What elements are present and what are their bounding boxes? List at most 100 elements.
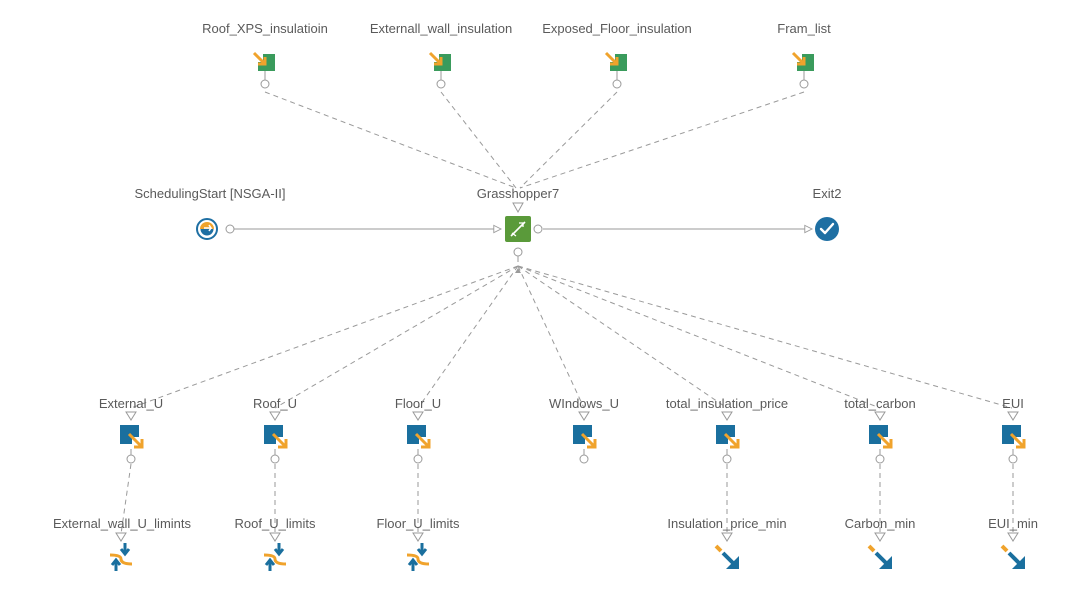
output-node-win_u[interactable] xyxy=(573,411,597,464)
link-tip xyxy=(517,265,728,409)
objective-label-eui: EUI_min xyxy=(988,516,1038,531)
input-node-exp_floor[interactable] xyxy=(604,51,627,89)
output-variable-icon xyxy=(716,425,740,449)
output-port[interactable] xyxy=(126,454,136,464)
grasshopper-param-port[interactable] xyxy=(513,247,523,257)
output-port[interactable] xyxy=(270,454,280,464)
output-input-arrow xyxy=(874,411,886,421)
link-fram xyxy=(519,91,805,189)
constraint-node-roof_lim[interactable] xyxy=(263,532,287,571)
output-variable-icon xyxy=(264,425,288,449)
objective-input-arrow xyxy=(721,532,733,542)
scheduling-start-node[interactable] xyxy=(196,218,235,240)
input-node-roof_xps[interactable] xyxy=(252,51,275,89)
output-label-roof-u: Roof_U xyxy=(252,396,298,411)
output-node-roof_u[interactable] xyxy=(264,411,288,464)
input-variable-icon xyxy=(428,51,451,71)
output-label-tip: total_insulation_price xyxy=(665,396,789,411)
start-label: SchedulingStart [NSGA-II] xyxy=(134,186,286,201)
minimize-objective-icon xyxy=(714,544,739,569)
link-tc xyxy=(517,265,881,409)
output-port[interactable] xyxy=(579,454,589,464)
link-ext-u-limit xyxy=(120,463,132,535)
output-input-arrow xyxy=(125,411,137,421)
output-input-arrow xyxy=(1007,411,1019,421)
link-floor-u xyxy=(417,265,519,409)
constraint-label-roof: Roof_U_limits xyxy=(234,516,316,531)
link-ext-wall xyxy=(440,91,517,189)
output-variable-icon xyxy=(120,425,144,449)
exit-label: Exit2 xyxy=(812,186,842,201)
constraint-input-arrow xyxy=(412,532,424,542)
output-port[interactable] xyxy=(1008,454,1018,464)
constraint-limits-icon xyxy=(109,543,133,571)
constraint-label-floor: Floor_U_limits xyxy=(376,516,460,531)
exit-node[interactable] xyxy=(815,217,839,241)
input-variable-icon xyxy=(604,51,627,71)
input-label-ext-wall: Externall_wall_insulation xyxy=(369,21,513,36)
link-roof-xps xyxy=(264,91,517,189)
output-node-eui[interactable] xyxy=(1002,411,1026,464)
output-input-arrow xyxy=(269,411,281,421)
output-variable-icon xyxy=(407,425,431,449)
start-output-port[interactable] xyxy=(225,224,235,234)
constraint-node-ext_wall_lim[interactable] xyxy=(109,532,133,571)
input-port[interactable] xyxy=(436,79,446,89)
output-label-win-u: WIndows_U xyxy=(548,396,620,411)
grasshopper-node[interactable] xyxy=(505,216,543,262)
output-input-arrow xyxy=(721,411,733,421)
objective-label-price: Insulation_price_min xyxy=(667,516,787,531)
output-label-eui: EUI xyxy=(1002,396,1024,411)
output-port[interactable] xyxy=(722,454,732,464)
output-node-ext_u[interactable] xyxy=(120,411,144,464)
input-port[interactable] xyxy=(799,79,809,89)
link-exp-floor xyxy=(519,91,618,189)
input-links xyxy=(264,91,805,189)
objective-node-carbon_min[interactable] xyxy=(867,532,892,569)
objective-input-arrow xyxy=(874,532,886,542)
input-label-roof-xps: Roof_XPS_insulatioin xyxy=(202,21,328,36)
link-win-u xyxy=(517,265,585,409)
input-label-fram: Fram_list xyxy=(777,21,831,36)
constraint-input-arrow xyxy=(115,532,127,542)
output-variable-icon xyxy=(573,425,597,449)
output-node-tc[interactable] xyxy=(869,411,893,464)
link-roof-u xyxy=(274,265,519,409)
output-node-floor_u[interactable] xyxy=(407,411,431,464)
target-links xyxy=(120,463,1014,535)
grasshopper-input-arrow xyxy=(512,202,524,214)
objective-label-carbon: Carbon_min xyxy=(844,516,916,531)
grasshopper-output-arrow xyxy=(515,268,521,273)
output-input-arrow xyxy=(578,411,590,421)
output-port[interactable] xyxy=(413,454,423,464)
output-variable-icon xyxy=(1002,425,1026,449)
objective-node-ins_min[interactable] xyxy=(714,532,739,569)
constraint-input-arrow xyxy=(269,532,281,542)
constraint-limits-icon xyxy=(263,543,287,571)
link-ext-u xyxy=(130,265,519,409)
input-port[interactable] xyxy=(612,79,622,89)
input-variable-icon xyxy=(791,51,814,71)
minimize-objective-icon xyxy=(1000,544,1025,569)
input-node-fram[interactable] xyxy=(791,51,814,89)
input-node-ext_wall[interactable] xyxy=(428,51,451,89)
output-label-ext-u: External_U xyxy=(98,396,164,411)
constraint-label-ext-wall: External_wall_U_limints xyxy=(53,516,191,531)
output-node-tip[interactable] xyxy=(716,411,740,464)
output-variable-icon xyxy=(869,425,893,449)
output-input-arrow xyxy=(412,411,424,421)
output-port[interactable] xyxy=(875,454,885,464)
objective-node-eui_min[interactable] xyxy=(1000,532,1025,569)
constraint-node-floor_lim[interactable] xyxy=(406,532,430,571)
constraint-limits-icon xyxy=(406,543,430,571)
grasshopper-label: Grasshopper7 xyxy=(476,186,560,201)
objective-input-arrow xyxy=(1007,532,1019,542)
input-variable-icon xyxy=(252,51,275,71)
grasshopper-output-port[interactable] xyxy=(533,224,543,234)
output-links xyxy=(130,265,1013,409)
input-port[interactable] xyxy=(260,79,270,89)
link-eui xyxy=(517,265,1013,409)
output-label-floor-u: Floor_U xyxy=(394,396,442,411)
input-label-exp-floor: Exposed_Floor_insulation xyxy=(542,21,692,36)
